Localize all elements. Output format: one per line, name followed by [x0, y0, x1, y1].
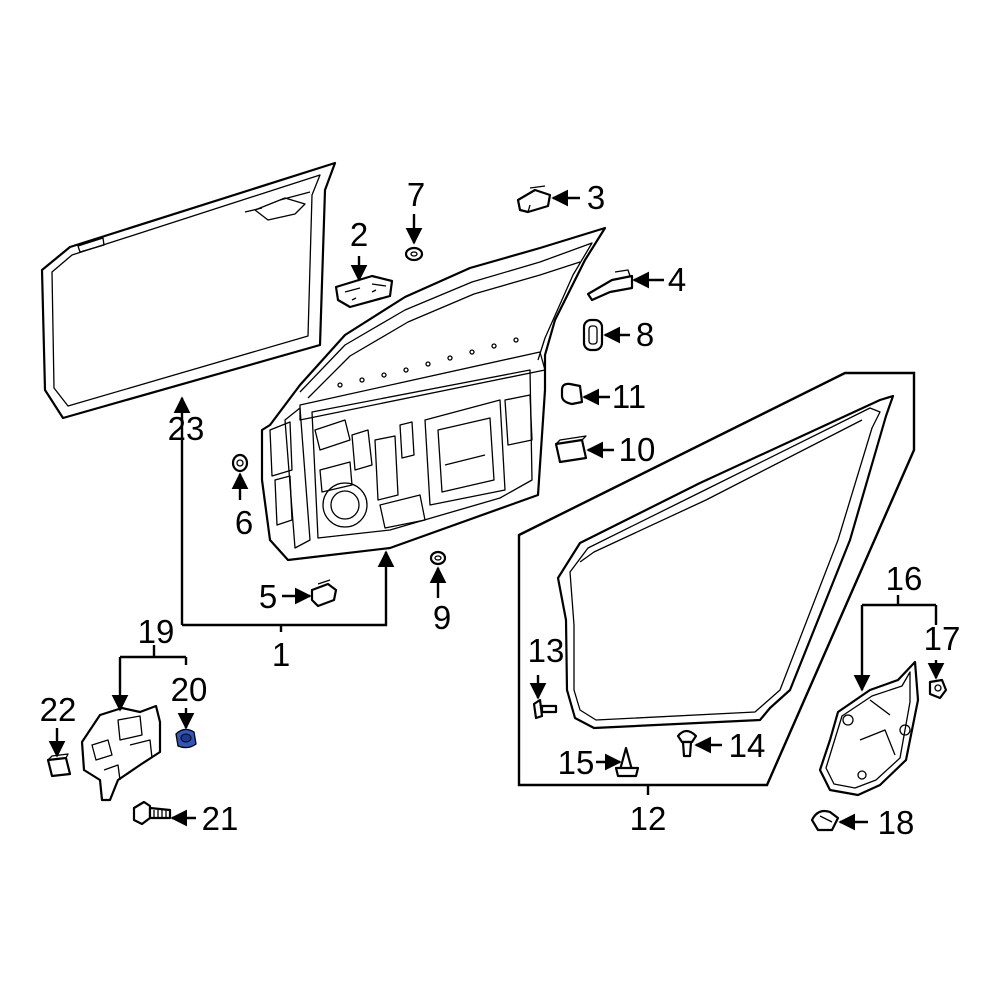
grommet-part-8[interactable] [582, 318, 604, 352]
bolt-part-20-highlighted[interactable] [175, 728, 197, 749]
callout-9: 9 [433, 599, 451, 636]
callout-15: 15 [558, 744, 595, 781]
callout-8: 8 [636, 316, 654, 353]
callout-21: 21 [202, 800, 239, 837]
clip-part-17[interactable] [928, 678, 948, 700]
bolt-part-21[interactable] [132, 800, 172, 826]
callout-7: 7 [407, 176, 425, 213]
bracket-part-2[interactable] [334, 274, 394, 309]
callout-labels: 1 2 3 4 5 6 7 8 9 10 11 12 13 14 15 16 1… [40, 176, 961, 841]
nut-part-22[interactable] [46, 753, 72, 778]
weatherstrip-part[interactable] [556, 394, 895, 730]
weatherstrip-assembly-box [517, 371, 916, 787]
clip-part-18[interactable] [810, 809, 840, 832]
callout-6: 6 [235, 504, 253, 541]
clip-part-14[interactable] [676, 729, 698, 758]
callout-13: 13 [528, 632, 565, 669]
callout-19: 19 [138, 613, 175, 650]
callout-20: 20 [171, 671, 208, 708]
plug-part-7[interactable] [404, 246, 424, 262]
clip-part-5[interactable] [310, 579, 338, 608]
callout-5: 5 [259, 578, 277, 615]
callout-11: 11 [612, 378, 646, 415]
plug-part-9[interactable] [429, 550, 447, 566]
callout-22: 22 [40, 691, 77, 728]
leader-lines [48, 189, 945, 831]
callout-14: 14 [729, 727, 766, 764]
callout-12: 12 [630, 800, 667, 837]
callout-3: 3 [587, 179, 605, 216]
callout-18: 18 [878, 804, 915, 841]
plug-part-11[interactable] [560, 382, 584, 406]
callout-17: 17 [924, 620, 961, 657]
cover-part-16[interactable] [818, 660, 920, 797]
clip-part-3[interactable] [516, 185, 552, 214]
callout-10: 10 [619, 431, 656, 468]
door-frame-part[interactable] [260, 226, 607, 562]
callout-16: 16 [886, 560, 923, 597]
pad-part-10[interactable] [554, 435, 588, 464]
door-outer-skin-part[interactable] [40, 161, 337, 420]
hinge-part-19[interactable] [80, 704, 162, 802]
callout-4: 4 [668, 261, 686, 298]
plug-part-6[interactable] [231, 453, 249, 473]
callout-1: 1 [272, 636, 290, 673]
pin-part-13[interactable] [532, 698, 558, 720]
bracket-part-4[interactable] [586, 269, 634, 302]
callout-23: 23 [168, 410, 205, 447]
callout-2: 2 [350, 216, 368, 253]
